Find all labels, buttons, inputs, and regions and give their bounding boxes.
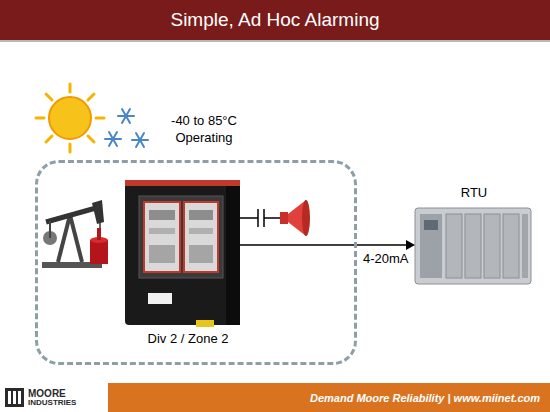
slide-title: Simple, Ad Hoc Alarming xyxy=(0,0,550,40)
signal-label: 4-20mA xyxy=(361,251,411,266)
title-bar xyxy=(0,0,550,40)
signal-connector xyxy=(357,240,415,250)
wellhead-icon xyxy=(90,228,108,264)
logo-icon xyxy=(5,388,24,407)
node-text: Div 2 / Zone 2 xyxy=(38,331,338,346)
logo-text: INDUSTRIES xyxy=(28,398,106,408)
hazardous-area: Div 2 / Zone 2 xyxy=(35,160,357,365)
sun-icon xyxy=(36,84,104,152)
signal-wire xyxy=(240,244,356,246)
title-rule xyxy=(0,40,550,42)
footer-bar xyxy=(0,383,550,412)
node-text: RTU xyxy=(415,185,533,200)
plc-icon xyxy=(415,208,531,284)
snowflake-icon xyxy=(105,109,148,147)
logo-ground xyxy=(0,383,108,412)
temperature-note: -40 to 85°C Operating xyxy=(158,113,250,147)
contact-symbol xyxy=(240,209,282,227)
horn-icon xyxy=(280,200,310,236)
alarm-device xyxy=(125,180,240,327)
footer-slogan: Demand Moore Reliability | www.miinet.co… xyxy=(300,391,540,405)
rtu-box: RTU xyxy=(415,185,541,285)
